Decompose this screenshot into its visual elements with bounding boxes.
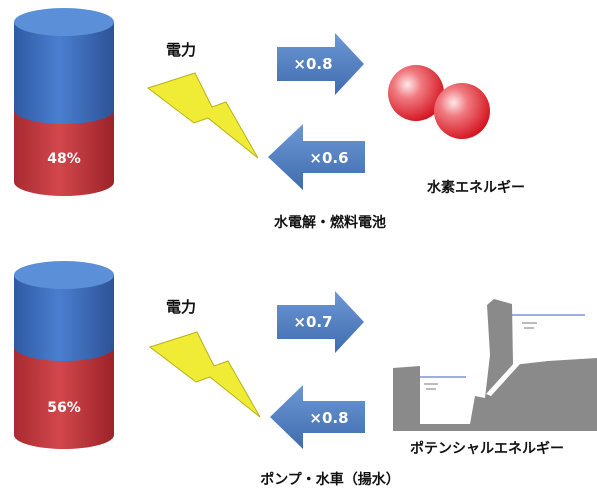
forward-arrow: ×0.8: [277, 33, 364, 95]
target-label: 水素エネルギー: [427, 179, 525, 196]
cylinder-percent: 56%: [47, 400, 81, 416]
return-factor: ×0.6: [309, 149, 348, 167]
process-label: ポンプ・水車（揚水）: [260, 471, 400, 488]
return-arrow: ×0.6: [268, 124, 365, 190]
power-label: 電力: [166, 41, 196, 59]
target-label: ポテンシャルエネルギー: [410, 440, 564, 457]
pumped-hydro-dam-icon: [393, 299, 597, 431]
forward-factor: ×0.8: [293, 55, 332, 73]
hydrogen-spheres-icon: [388, 65, 490, 139]
cylinder-percent: 48%: [47, 151, 81, 167]
top-section: 48% 電力 ×0.8 ×0.6 水素エネルギー 水電解・燃料電池: [14, 8, 525, 231]
power-label: 電力: [166, 298, 196, 316]
return-arrow: ×0.8: [270, 385, 365, 449]
return-factor: ×0.8: [309, 409, 348, 427]
lightning-icon: [146, 72, 259, 159]
bottom-section: 56% 電力 ×0.7 ×0.8 ポテンシャルエネルギー ポンプ・水車（揚水）: [14, 261, 597, 488]
battery-cylinder-icon: 56%: [14, 261, 114, 449]
forward-arrow: ×0.7: [277, 291, 364, 353]
lightning-icon: [148, 331, 261, 418]
battery-cylinder-icon: 48%: [14, 8, 114, 196]
process-label: 水電解・燃料電池: [274, 214, 386, 231]
forward-factor: ×0.7: [293, 313, 332, 331]
